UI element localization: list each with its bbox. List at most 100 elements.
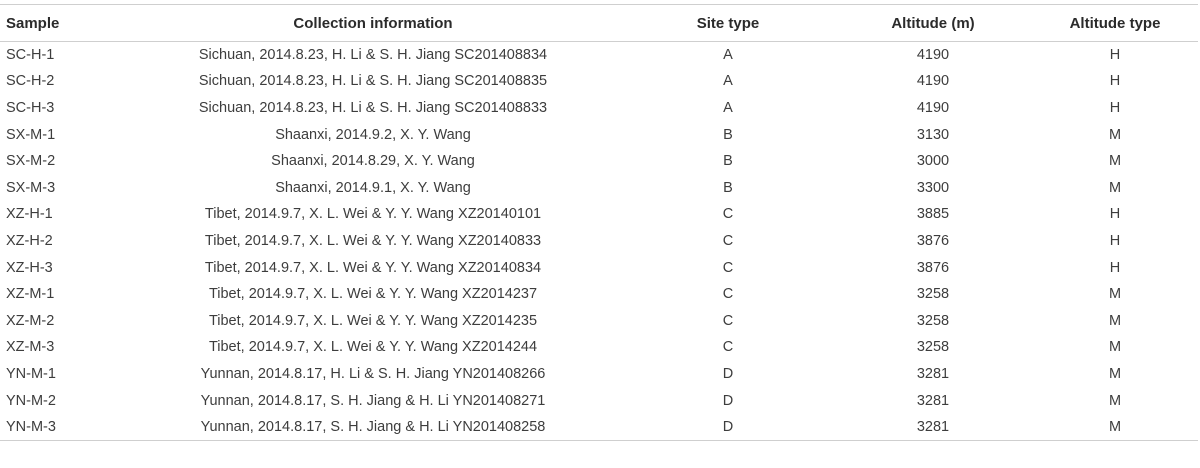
cell-altitude-type: H: [1109, 73, 1121, 90]
cell-altitude-type: M: [1108, 126, 1122, 143]
table-row: SX-M-1 Shaanxi, 2014.9.2, X. Y. Wang B 3130…: [0, 121, 1198, 148]
cell-altitude: 3258: [916, 339, 950, 356]
cell-altitude: 3281: [916, 392, 950, 409]
cell-site-type: C: [722, 232, 734, 249]
cell-site-type: C: [722, 259, 734, 276]
cell-sample: XZ-M-2: [6, 312, 55, 329]
cell-sample: XZ-M-1: [6, 286, 55, 303]
cell-site-type: A: [723, 47, 733, 64]
cell-sample: XZ-M-3: [6, 339, 55, 356]
cell-altitude-type: M: [1108, 312, 1122, 329]
cell-collection-information: Shaanxi, 2014.9.1, X. Y. Wang: [275, 179, 471, 196]
cell-site-type: B: [723, 179, 733, 196]
header-altitude: Altitude (m): [834, 4, 1032, 42]
cell-altitude-type: H: [1109, 99, 1121, 116]
table-row: YN-M-2 Yunnan, 2014.8.17, S. H. Jiang & H…: [0, 387, 1198, 414]
cell-site-type: C: [722, 339, 734, 356]
cell-altitude-type: H: [1109, 259, 1121, 276]
table-header: Sample Collection information Site type …: [0, 4, 1198, 42]
cell-collection-information: Sichuan, 2014.8.23, H. Li & S. H. Jiang …: [198, 99, 548, 116]
table-row: XZ-H-3 Tibet, 2014.9.7, X. L. Wei & Y. Y.…: [0, 254, 1198, 281]
cell-sample: YN-M-3: [0, 413, 124, 441]
cell-altitude-type: M: [1108, 153, 1122, 170]
cell-site-type: D: [622, 413, 834, 441]
header-collection-information: Collection information: [124, 4, 622, 42]
cell-sample: YN-M-2: [6, 392, 56, 409]
table-row: XZ-M-2 Tibet, 2014.9.7, X. L. Wei & Y. Y.…: [0, 307, 1198, 334]
cell-collection-information: Yunnan, 2014.8.17, S. H. Jiang & H. Li Y…: [124, 413, 622, 441]
cell-sample: SX-M-2: [6, 153, 56, 170]
cell-site-type: C: [722, 312, 734, 329]
cell-altitude-type: M: [1108, 286, 1122, 303]
cell-altitude: 3000: [916, 153, 950, 170]
cell-altitude-type: M: [1108, 365, 1122, 382]
cell-altitude: 4190: [916, 99, 950, 116]
cell-collection-information: Sichuan, 2014.8.23, H. Li & S. H. Jiang …: [198, 73, 548, 90]
cell-site-type: B: [723, 153, 733, 170]
cell-sample: SX-M-1: [6, 126, 56, 143]
cell-collection-information: Sichuan, 2014.8.23, H. Li & S. H. Jiang …: [198, 47, 548, 64]
table-row: SX-M-2 Shaanxi, 2014.8.29, X. Y. Wang B 300…: [0, 148, 1198, 175]
cell-altitude: 3876: [916, 232, 950, 249]
table-row: XZ-M-1 Tibet, 2014.9.7, X. L. Wei & Y. Y.…: [0, 281, 1198, 308]
cell-altitude-type: M: [1108, 392, 1122, 409]
cell-site-type: D: [722, 392, 734, 409]
cell-collection-information: Tibet, 2014.9.7, X. L. Wei & Y. Y. Wang …: [208, 286, 538, 303]
cell-sample: SC-H-2: [6, 73, 55, 90]
cell-sample: YN-M-1: [6, 365, 56, 382]
header-altitude-type: Altitude type: [1032, 4, 1198, 42]
table-row: XZ-H-2 Tibet, 2014.9.7, X. L. Wei & Y. Y.…: [0, 228, 1198, 255]
cell-altitude: 3876: [916, 259, 950, 276]
cell-altitude: 3281: [916, 365, 950, 382]
cell-collection-information: Tibet, 2014.9.7, X. L. Wei & Y. Y. Wang …: [208, 312, 538, 329]
cell-altitude: 4190: [916, 73, 950, 90]
cell-sample: XZ-H-2: [6, 232, 53, 249]
cell-collection-information: Tibet, 2014.9.7, X. L. Wei & Y. Y. Wang …: [204, 232, 542, 249]
cell-altitude-type: H: [1109, 47, 1121, 64]
cell-altitude: 3281: [834, 413, 1032, 441]
cell-sample: SC-H-1: [6, 47, 55, 64]
cell-site-type: A: [723, 73, 733, 90]
cell-site-type: C: [722, 286, 734, 303]
cell-altitude: 3258: [916, 312, 950, 329]
cell-sample: XZ-H-3: [6, 259, 53, 276]
header-row: Sample Collection information Site type …: [0, 4, 1198, 42]
cell-altitude-type: M: [1108, 179, 1122, 196]
cell-altitude-type: H: [1109, 206, 1121, 223]
cell-collection-information: Tibet, 2014.9.7, X. L. Wei & Y. Y. Wang …: [204, 206, 542, 223]
cell-site-type: A: [723, 99, 733, 116]
cell-altitude-type: M: [1108, 339, 1122, 356]
cell-collection-information: Yunnan, 2014.8.17, H. Li & S. H. Jiang Y…: [200, 365, 546, 382]
cell-sample: XZ-H-1: [6, 206, 53, 223]
table-row: SC-H-3 Sichuan, 2014.8.23, H. Li & S. H. …: [0, 95, 1198, 122]
header-site-type: Site type: [622, 4, 834, 42]
table-row: YN-M-1 Yunnan, 2014.8.17, H. Li & S. H. J…: [0, 361, 1198, 388]
header-sample: Sample: [0, 4, 124, 42]
cell-altitude: 3130: [916, 126, 950, 143]
cell-sample: SC-H-3: [6, 99, 55, 116]
cell-collection-information: Tibet, 2014.9.7, X. L. Wei & Y. Y. Wang …: [208, 339, 538, 356]
cell-altitude: 3258: [916, 286, 950, 303]
table-row: SC-H-1 Sichuan, 2014.8.23, H. Li & S. H. …: [0, 42, 1198, 69]
sample-table: Sample Collection information Site type …: [0, 4, 1198, 441]
table-row: XZ-H-1 Tibet, 2014.9.7, X. L. Wei & Y. Y.…: [0, 201, 1198, 228]
cell-altitude-type: M: [1032, 413, 1198, 441]
table-row: SC-H-2 Sichuan, 2014.8.23, H. Li & S. H. …: [0, 68, 1198, 95]
cell-site-type: B: [723, 126, 733, 143]
cell-altitude: 4190: [916, 47, 950, 64]
cell-collection-information: Yunnan, 2014.8.17, S. H. Jiang & H. Li Y…: [200, 392, 546, 409]
cell-altitude: 3885: [916, 206, 950, 223]
cell-collection-information: Shaanxi, 2014.9.2, X. Y. Wang: [275, 126, 471, 143]
table-row: XZ-M-3 Tibet, 2014.9.7, X. L. Wei & Y. Y.…: [0, 334, 1198, 361]
cell-sample: SX-M-3: [6, 179, 56, 196]
cell-altitude: 3300: [916, 179, 950, 196]
cell-collection-information: Tibet, 2014.9.7, X. L. Wei & Y. Y. Wang …: [204, 259, 542, 276]
cell-collection-information: Shaanxi, 2014.8.29, X. Y. Wang: [271, 153, 475, 170]
cell-site-type: C: [722, 206, 734, 223]
cell-site-type: D: [722, 365, 734, 382]
table-row: SX-M-3 Shaanxi, 2014.9.1, X. Y. Wang B 3300…: [0, 174, 1198, 201]
cell-altitude-type: H: [1109, 232, 1121, 249]
